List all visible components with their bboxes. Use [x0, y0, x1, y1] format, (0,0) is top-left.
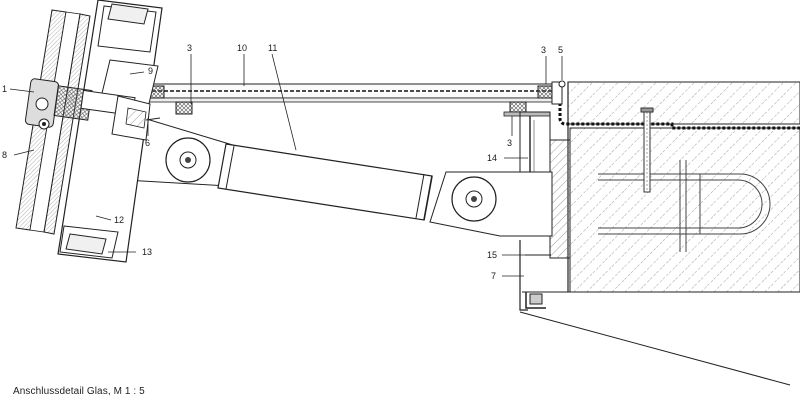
callout-3-lower: 3 — [507, 138, 512, 148]
callout-6: 6 — [145, 138, 150, 148]
glass-panel — [145, 80, 566, 117]
callout-7: 7 — [491, 271, 496, 281]
drawing-caption: Anschlussdetail Glas, M 1 : 5 — [13, 386, 145, 397]
callout-11: 11 — [268, 43, 277, 53]
lower-bracket — [519, 240, 800, 386]
callout-10: 10 — [237, 43, 247, 53]
callout-8: 8 — [2, 150, 7, 160]
callout-14: 14 — [487, 153, 497, 163]
callout-3-top-right: 3 — [541, 45, 546, 55]
callout-12: 12 — [114, 215, 124, 225]
callout-5: 5 — [558, 45, 563, 55]
callout-3-top-left: 3 — [187, 43, 192, 53]
callout-1: 1 — [2, 84, 7, 94]
leader-lines — [9, 53, 563, 277]
callout-15: 15 — [487, 250, 497, 260]
callout-labels: 1 3 10 11 9 6 8 12 13 3 5 3 14 15 7 — [2, 43, 563, 281]
concrete-structure — [549, 81, 800, 293]
glazing-frame-left — [15, 0, 163, 263]
callout-9: 9 — [148, 66, 153, 76]
callout-13: 13 — [142, 247, 152, 257]
telescopic-strut — [123, 113, 553, 237]
